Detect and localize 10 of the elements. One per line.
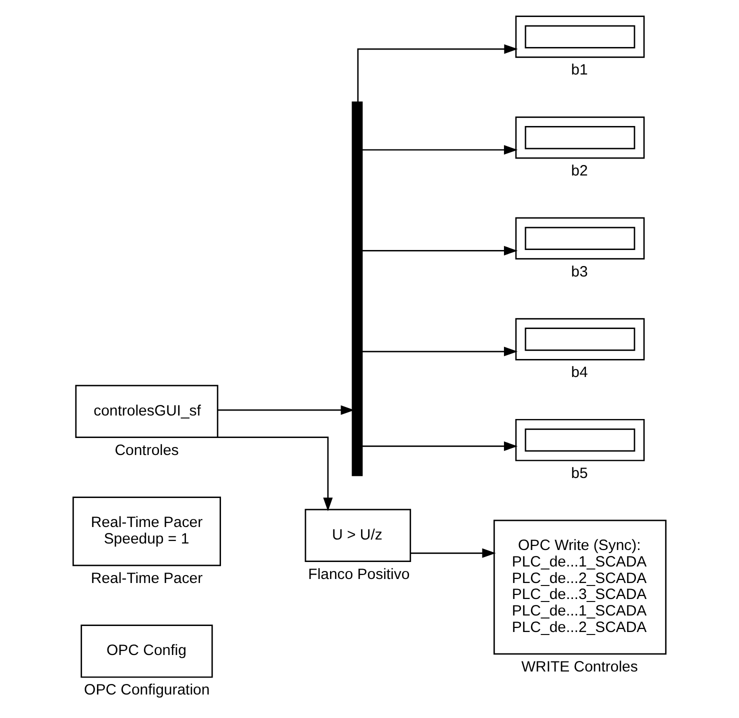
node-label: b5 xyxy=(571,464,588,482)
node-label: Controles xyxy=(114,442,179,459)
node-label: OPC Configuration xyxy=(84,682,210,699)
node-label: b1 xyxy=(571,62,588,79)
node-label: Flanco Positivo xyxy=(308,566,410,583)
node-label: WRITE Controles xyxy=(521,658,638,676)
node-label: Real-Time Pacer xyxy=(90,570,203,587)
node-label: b2 xyxy=(571,162,588,180)
node-label: b4 xyxy=(571,364,588,382)
node-label: b3 xyxy=(571,263,588,280)
